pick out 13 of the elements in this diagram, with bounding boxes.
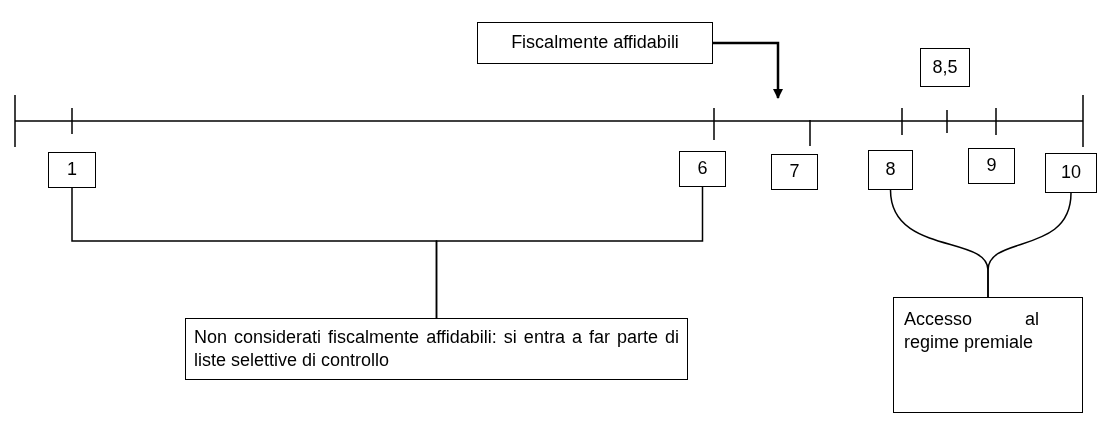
number-box: 7 [771,154,818,190]
connector-line [435,186,704,319]
note-box: Non considerati fiscalmente affidabili: si entra a far parte di liste selettive di controllo [185,318,688,380]
number-box: 10 [1045,153,1097,193]
number-box: 9 [968,148,1015,184]
arrow [713,41,783,99]
label-box: Fiscalmente affidabili [477,22,713,64]
connector-line [987,192,1072,298]
value-box: 8,5 [920,48,970,87]
note-box: Accesso al regime premiale [893,297,1083,413]
number-box: 6 [679,151,726,187]
number-box: 8 [868,150,913,190]
number-box: 1 [48,152,96,188]
